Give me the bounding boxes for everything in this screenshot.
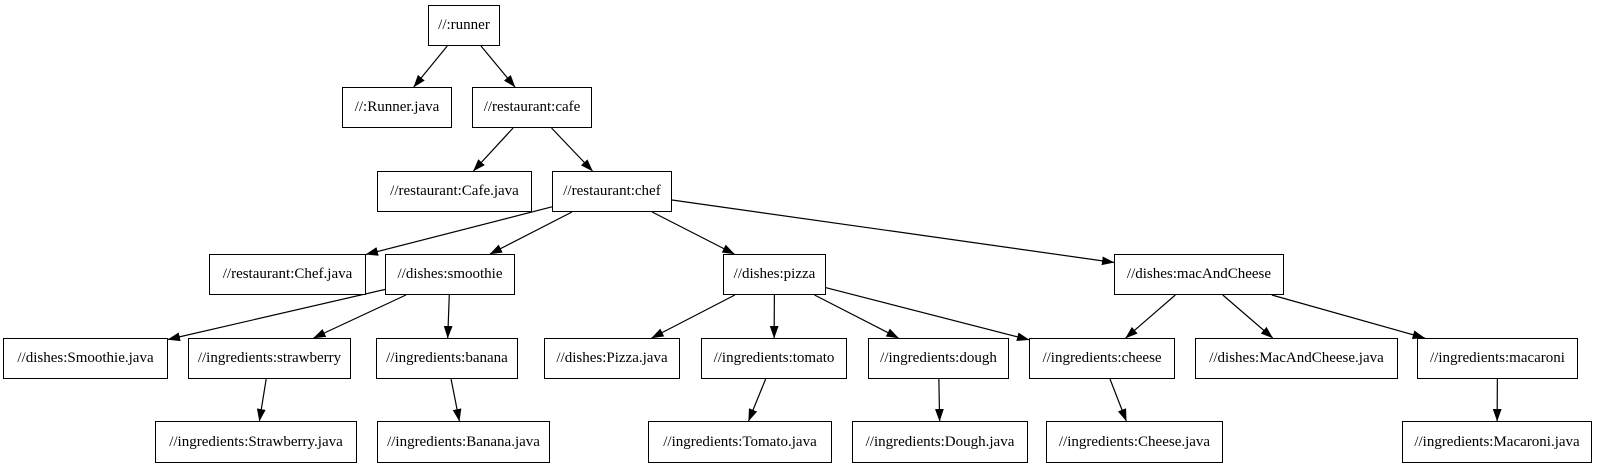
graph-edge-pizza-to-dough (814, 294, 899, 339)
graph-node-smoothie_java: //dishes:Smoothie.java (3, 338, 168, 379)
graph-node-label: //dishes:Pizza.java (556, 350, 668, 366)
graph-node-smoothie: //dishes:smoothie (385, 254, 515, 295)
graph-node-chef: //restaurant:chef (552, 171, 672, 212)
graph-edge-chef-to-macandcheese (671, 199, 1115, 266)
graph-node-label: //ingredients:Tomato.java (663, 433, 817, 450)
graph-node-macandcheese_java: //dishes:MacAndCheese.java (1195, 338, 1398, 379)
graph-node-cheese: //ingredients:cheese (1029, 338, 1175, 379)
graph-node-banana_java: //ingredients:Banana.java (377, 421, 550, 463)
graph-edge-tomato-to-tomato_java (747, 378, 767, 422)
graph-node-label: //:Runner.java (354, 99, 440, 115)
graph-edge-chef-to-smoothie (489, 211, 573, 255)
graph-node-label: //dishes:macAndCheese (1126, 266, 1272, 282)
graph-node-label: //dishes:pizza (733, 266, 816, 282)
graph-node-pizza_java: //dishes:Pizza.java (544, 338, 680, 379)
graph-edge-cafe-to-cafe_java (472, 127, 514, 172)
graph-edge-pizza-to-cheese (825, 287, 1030, 342)
graph-node-chef_java: //restaurant:Chef.java (209, 254, 366, 295)
graph-node-label: //restaurant:Cafe.java (390, 183, 519, 199)
graph-edge-runner-to-runner_java (413, 45, 448, 88)
graph-edge-strawberry-to-strawberry_java (256, 378, 267, 422)
graph-node-label: //restaurant:chef (563, 183, 661, 199)
graph-edge-macandcheese-to-macaroni (1271, 294, 1426, 339)
graph-edge-smoothie-to-smoothie_java (167, 288, 386, 342)
graph-node-tomato_java: //ingredients:Tomato.java (648, 421, 832, 463)
graph-node-label: //ingredients:Strawberry.java (169, 433, 343, 450)
graph-node-tomato: //ingredients:tomato (701, 338, 847, 379)
graph-edge-runner-to-cafe (480, 45, 516, 88)
graph-node-macaroni_java: //ingredients:Macaroni.java (1402, 421, 1592, 463)
graph-node-label: //ingredients:Cheese.java (1058, 433, 1211, 450)
graph-edge-macandcheese-to-cheese (1125, 294, 1176, 339)
graph-node-label: //ingredients:strawberry (197, 350, 342, 366)
graph-node-cafe_java: //restaurant:Cafe.java (377, 171, 532, 212)
graph-node-runner_java: //:Runner.java (342, 87, 452, 128)
graph-node-dough_java: //ingredients:Dough.java (852, 421, 1028, 463)
graph-edge-dough-to-dough_java (935, 378, 944, 422)
graph-node-runner: //:runner (428, 5, 500, 46)
graph-edge-smoothie-to-strawberry (313, 294, 407, 339)
graph-edge-chef-to-chef_java (365, 206, 553, 256)
graph-edge-pizza-to-pizza_java (651, 294, 736, 339)
graph-edge-chef-to-pizza (651, 211, 735, 255)
graph-node-label: //ingredients:dough (880, 350, 997, 366)
graph-node-label: //ingredients:Banana.java (387, 433, 540, 450)
graph-node-label: //restaurant:cafe (483, 99, 581, 115)
graph-node-cheese_java: //ingredients:Cheese.java (1046, 421, 1223, 463)
graph-node-cafe: //restaurant:cafe (472, 87, 592, 128)
graph-edge-macandcheese-to-macandcheese_java (1222, 294, 1274, 339)
graph-node-label: //:runner (438, 17, 490, 33)
graph-edge-smoothie-to-banana (443, 294, 453, 339)
graph-node-label: //dishes:Smoothie.java (17, 350, 154, 366)
graph-node-label: //ingredients:macaroni (1430, 350, 1565, 366)
graph-node-dough: //ingredients:dough (868, 338, 1009, 379)
graph-node-label: //ingredients:Dough.java (865, 433, 1015, 450)
graph-node-label: //ingredients:cheese (1042, 350, 1162, 366)
graph-node-label: //ingredients:tomato (713, 350, 835, 366)
graph-node-label: //dishes:MacAndCheese.java (1209, 350, 1384, 366)
graph-node-pizza: //dishes:pizza (723, 254, 826, 295)
graph-edge-cheese-to-cheese_java (1109, 378, 1127, 422)
graph-edge-banana-to-banana_java (450, 378, 462, 422)
graph-node-macaroni: //ingredients:macaroni (1417, 338, 1578, 379)
graph-node-label: //ingredients:banana (386, 350, 508, 366)
graph-node-banana: //ingredients:banana (376, 338, 518, 379)
graph-edge-cafe-to-chef (551, 127, 593, 172)
graph-node-strawberry_java: //ingredients:Strawberry.java (155, 421, 357, 463)
graph-node-label: //ingredients:Macaroni.java (1414, 433, 1580, 450)
graph-node-label: //dishes:smoothie (397, 266, 503, 282)
graph-node-macandcheese: //dishes:macAndCheese (1114, 254, 1284, 295)
graph-node-strawberry: //ingredients:strawberry (188, 338, 351, 379)
graph-node-label: //restaurant:Chef.java (222, 266, 353, 282)
